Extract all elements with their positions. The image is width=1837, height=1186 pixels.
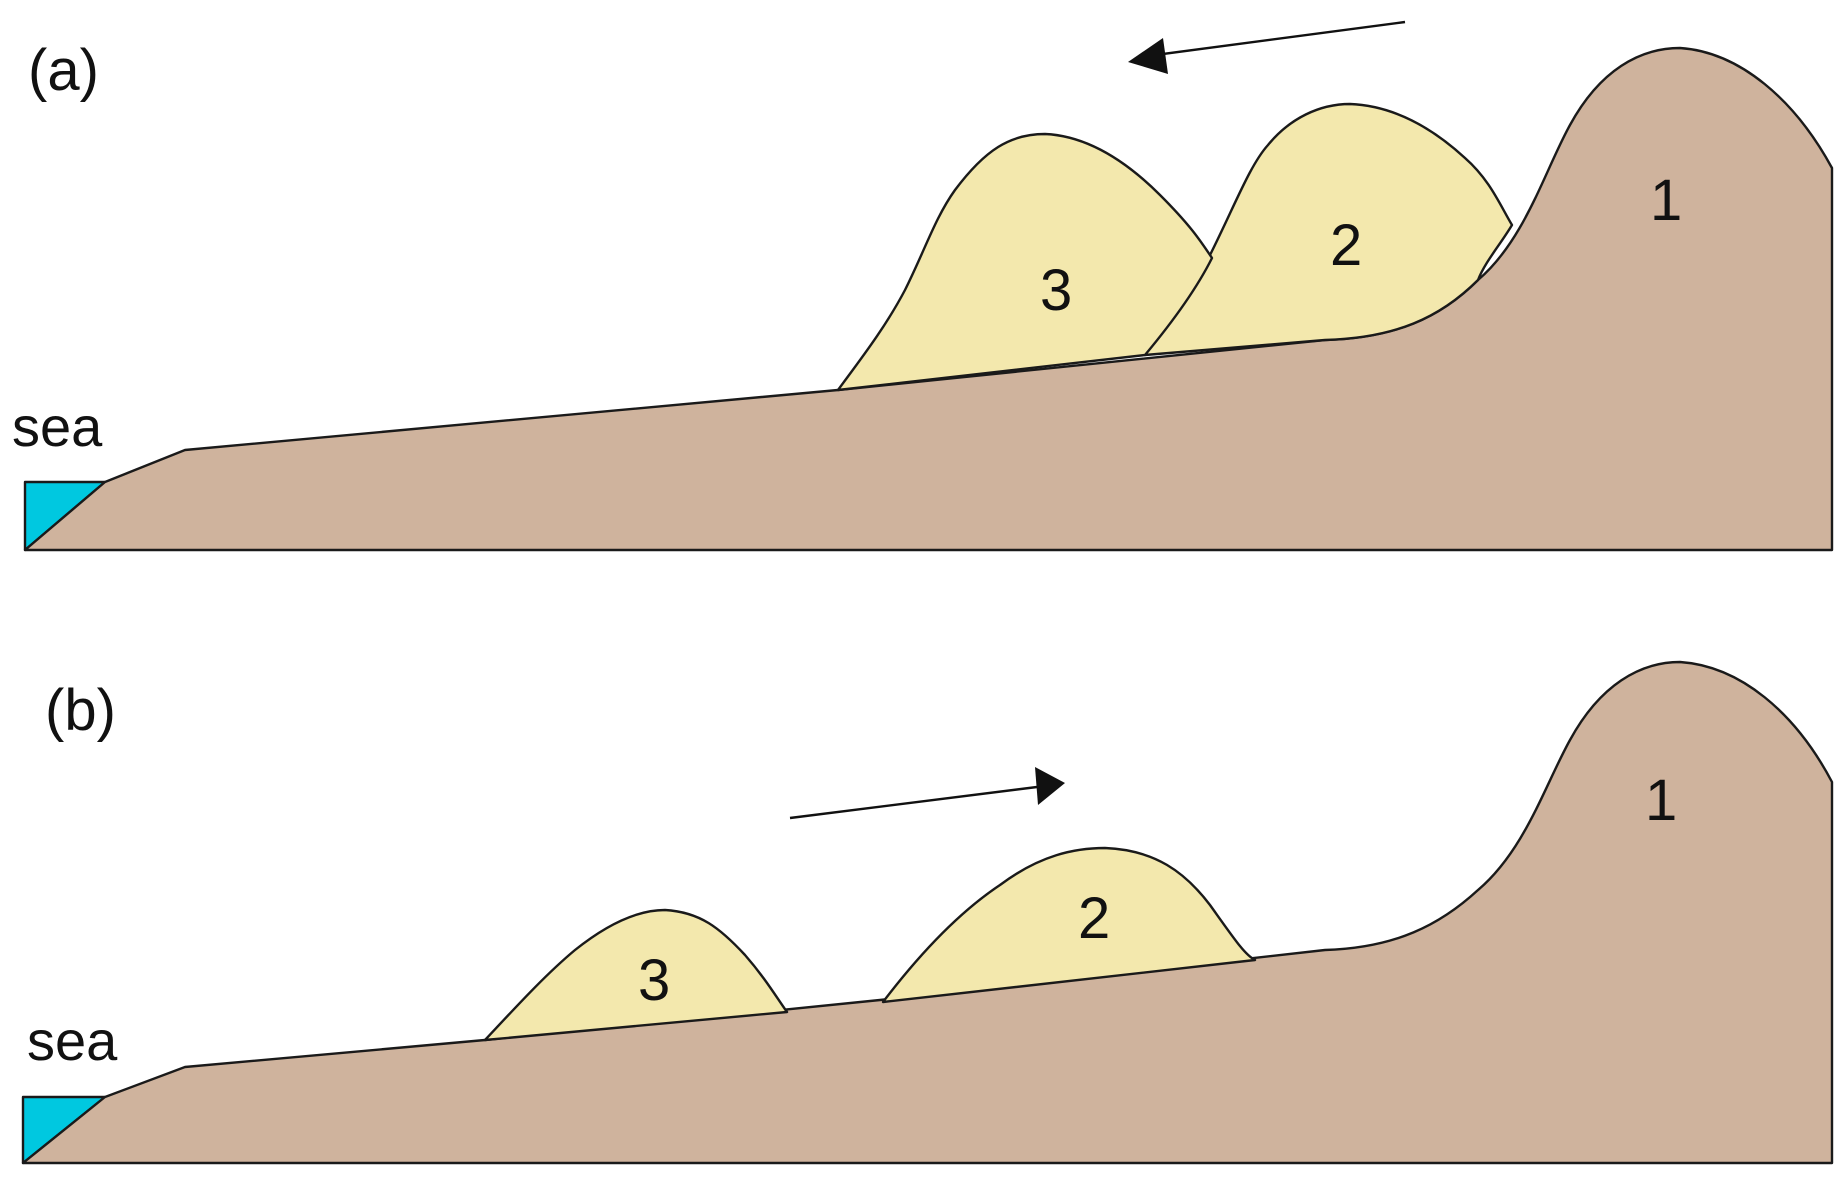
panel-a-dune-1-label: 1 (1650, 168, 1682, 233)
panel-a-dune-2 (1143, 102, 1514, 357)
panel-a-dune-3-label: 3 (1040, 258, 1072, 323)
panel-b-arrow-right-icon (789, 767, 1065, 820)
panel-b-label: (b) (45, 678, 116, 743)
panel-a-dune-3 (836, 132, 1214, 392)
panel-a-arrow-left-icon (1128, 20, 1406, 74)
panel-b-dune-1-label: 1 (1645, 768, 1677, 833)
panel-a-dune-2-label: 2 (1330, 213, 1362, 278)
panel-b: (b) sea 1 2 3 (21, 660, 1834, 1165)
panel-b-sea-label: sea (27, 1009, 118, 1072)
panel-b-dune-2 (881, 846, 1257, 1004)
panel-b-dune-2-label: 2 (1078, 886, 1110, 951)
panel-a-label: (a) (28, 38, 99, 103)
panel-b-ground (21, 660, 1834, 1165)
panel-b-dune-3-label: 3 (638, 948, 670, 1013)
panel-a-sea-label: sea (12, 395, 103, 458)
panel-a: (a) sea 1 2 3 (12, 20, 1834, 552)
panel-b-dune-3 (483, 908, 789, 1042)
